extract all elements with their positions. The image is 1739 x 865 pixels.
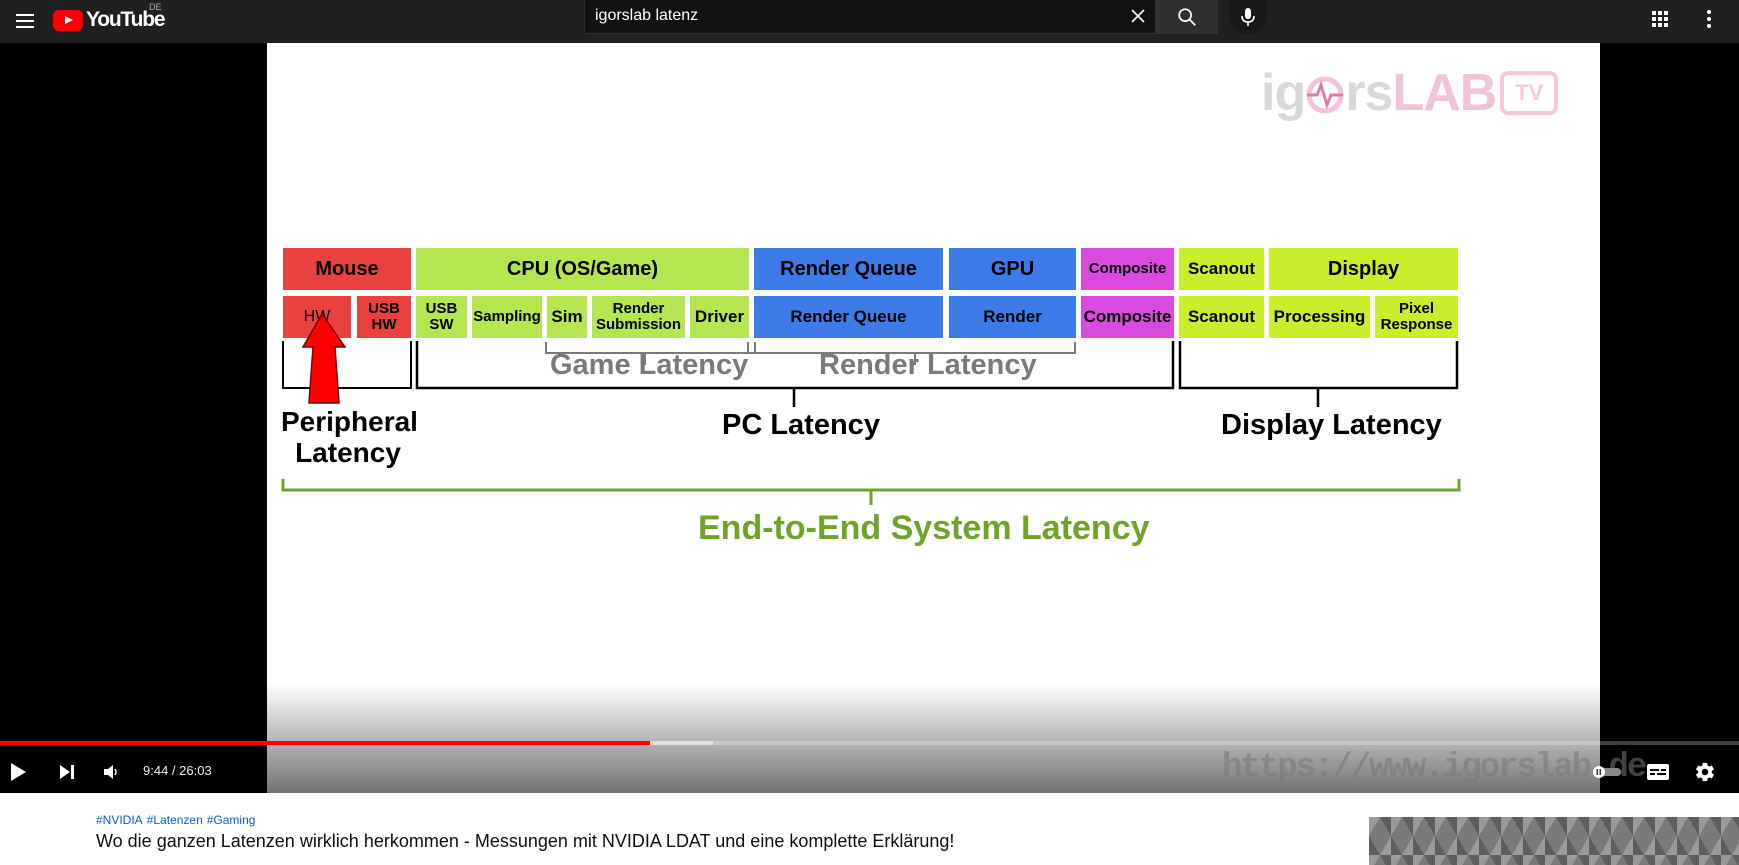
watermark-lab: LAB bbox=[1392, 64, 1497, 122]
url-watermark: https://www.igorslab.de bbox=[1222, 749, 1647, 787]
igorslab-watermark: ig rs LAB TV bbox=[1261, 63, 1559, 123]
masthead: YouTube DE bbox=[0, 0, 1739, 43]
menu-icon[interactable] bbox=[7, 3, 43, 39]
end-to-end-latency-label: End-to-End System Latency bbox=[698, 509, 1150, 547]
block-mouse: Mouse bbox=[283, 248, 411, 290]
display-latency-label: Display Latency bbox=[1221, 409, 1442, 441]
block-render-queue-sub: Render Queue bbox=[754, 296, 943, 338]
video-frame[interactable]: ig rs LAB TV Mouse CPU (OS/Game) Render … bbox=[267, 43, 1600, 793]
autoplay-toggle[interactable] bbox=[1591, 754, 1623, 790]
block-composite-sub: Composite bbox=[1081, 296, 1174, 338]
watermark-tv: TV bbox=[1500, 71, 1559, 115]
hashtag-link[interactable]: #NVIDIA bbox=[96, 813, 143, 827]
channel-banner-thumbnail[interactable] bbox=[1369, 817, 1739, 865]
peripheral-latency-label: Peripheral Latency bbox=[281, 406, 418, 468]
play-icon bbox=[11, 763, 26, 781]
block-usb-hw: USB HW bbox=[357, 296, 411, 338]
play-button[interactable] bbox=[3, 754, 33, 790]
block-gpu: GPU bbox=[949, 248, 1076, 290]
watermark-igors-right: rs bbox=[1345, 64, 1393, 122]
time-display: 9:44 / 26:03 bbox=[143, 763, 212, 778]
video-player[interactable]: ig rs LAB TV Mouse CPU (OS/Game) Render … bbox=[0, 43, 1739, 793]
hashtag-link[interactable]: #Latenzen bbox=[146, 813, 203, 827]
latency-brackets bbox=[281, 312, 1461, 505]
youtube-logo[interactable]: YouTube bbox=[53, 5, 166, 35]
search-icon bbox=[1178, 8, 1196, 26]
block-render: Render bbox=[949, 296, 1076, 338]
block-processing: Processing bbox=[1269, 296, 1370, 338]
autoplay-toggle-icon bbox=[1593, 766, 1621, 778]
controls-gradient bbox=[0, 683, 1739, 793]
settings-button[interactable] bbox=[1690, 754, 1720, 790]
block-scanout-sub: Scanout bbox=[1179, 296, 1264, 338]
pc-latency-label: PC Latency bbox=[722, 409, 880, 441]
block-composite: Composite bbox=[1081, 248, 1174, 290]
block-sim: Sim bbox=[547, 296, 587, 338]
hashtag-list: #NVIDIA #Latenzen #Gaming bbox=[96, 813, 255, 827]
progress-bar[interactable] bbox=[0, 741, 1739, 745]
hashtag-link[interactable]: #Gaming bbox=[206, 813, 256, 827]
voice-search-button[interactable] bbox=[1229, 0, 1267, 34]
block-usb-sw: USB SW bbox=[416, 296, 467, 338]
block-render-queue: Render Queue bbox=[754, 248, 943, 290]
subtitles-button[interactable] bbox=[1643, 754, 1673, 790]
game-latency-label: Game Latency bbox=[550, 349, 749, 381]
settings-icon bbox=[1696, 762, 1714, 782]
close-icon[interactable] bbox=[1126, 4, 1150, 28]
youtube-logo-icon bbox=[53, 9, 83, 31]
next-icon bbox=[60, 765, 74, 779]
block-sampling: Sampling bbox=[472, 296, 542, 338]
block-cpu: CPU (OS/Game) bbox=[416, 248, 749, 290]
more-vert-icon[interactable] bbox=[1694, 4, 1724, 34]
watermark-igors-left: ig bbox=[1261, 64, 1306, 122]
mic-icon bbox=[1241, 8, 1255, 26]
search-box bbox=[584, 0, 1156, 34]
block-scanout: Scanout bbox=[1179, 248, 1264, 290]
subtitles-icon bbox=[1647, 764, 1669, 780]
render-latency-label: Render Latency bbox=[819, 349, 1037, 381]
video-title: Wo die ganzen Latenzen wirklich herkomme… bbox=[96, 831, 955, 851]
mute-button[interactable] bbox=[98, 754, 124, 790]
next-button[interactable] bbox=[52, 754, 82, 790]
search-input[interactable] bbox=[595, 4, 1095, 28]
block-render-submission: Render Submission bbox=[592, 296, 685, 338]
heartbeat-icon bbox=[1306, 76, 1344, 114]
search-button[interactable] bbox=[1156, 0, 1218, 34]
block-pixel-response: Pixel Response bbox=[1375, 296, 1458, 338]
apps-icon[interactable] bbox=[1645, 4, 1675, 34]
watermark-tv-label: TV bbox=[1515, 80, 1544, 105]
block-driver: Driver bbox=[690, 296, 749, 338]
progress-played bbox=[0, 741, 650, 745]
volume-icon bbox=[104, 765, 117, 779]
block-display: Display bbox=[1269, 248, 1458, 290]
country-code: DE bbox=[149, 2, 162, 12]
logo-text: YouTube bbox=[86, 8, 166, 31]
